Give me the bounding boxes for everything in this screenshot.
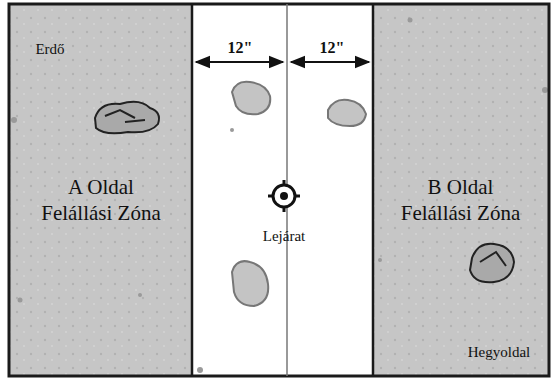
measure-arrow	[196, 61, 283, 63]
exit-label: Lejárat	[263, 228, 305, 245]
table-edge	[9, 4, 549, 376]
terrain-label: Erdő	[35, 41, 64, 58]
deployment-zone: A Oldal Felállási Zóna	[10, 5, 192, 375]
terrain-label: Hegyoldal	[468, 344, 530, 361]
deployment-zone-ground	[373, 5, 548, 375]
measure-arrow	[291, 61, 369, 63]
zone-line	[372, 4, 375, 376]
dimension-label: 12"	[228, 39, 253, 57]
zone-line	[191, 4, 194, 376]
zone-title: A Oldal Felállási Zóna	[36, 174, 166, 226]
deployment-zone: B Oldal Felállási Zóna	[373, 5, 548, 375]
texture	[11, 18, 548, 374]
zone-title: B Oldal Felállási Zóna	[396, 174, 526, 226]
exit-marker	[268, 180, 300, 212]
dimension-label: 12"	[320, 39, 345, 57]
deployment-zone-ground	[10, 5, 192, 375]
